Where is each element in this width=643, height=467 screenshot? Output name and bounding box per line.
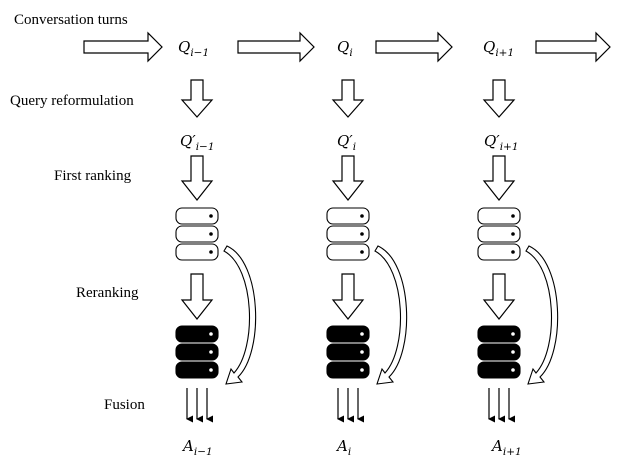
- database-filled-icon: [175, 325, 219, 379]
- down-outline-arrow-icon: [482, 155, 516, 201]
- label-fusion: Fusion: [104, 397, 145, 413]
- down-outline-arrow-icon: [482, 79, 516, 118]
- column-turn-current: Qi Q′i Ai: [326, 38, 408, 458]
- label-first-ranking: First ranking: [54, 168, 132, 184]
- database-filled-icon: [326, 325, 370, 379]
- down-outline-arrow-icon: [180, 79, 214, 118]
- triple-down-arrow-icon: [488, 388, 515, 423]
- triple-down-arrow-icon: [337, 388, 364, 423]
- label-reranking: Reranking: [76, 285, 139, 301]
- right-outline-arrow-icon: [237, 31, 315, 63]
- curved-arrow-icon: [525, 245, 559, 385]
- label-query-reformulation: Query reformulation: [10, 93, 134, 109]
- column-turn-next: Qi+1 Q′i+1 Ai+1: [477, 38, 559, 458]
- reformulated-query-label: Q′i: [337, 132, 356, 153]
- query-label: Qi+1: [483, 38, 514, 59]
- down-outline-arrow-icon: [331, 79, 365, 118]
- down-outline-arrow-icon: [180, 155, 214, 201]
- database-filled-icon: [477, 325, 521, 379]
- reformulated-query-label: Q′i−1: [180, 132, 215, 153]
- label-conversation-turns: Conversation turns: [14, 12, 128, 28]
- triple-down-arrow-icon: [186, 388, 213, 423]
- right-outline-arrow-icon: [535, 31, 611, 63]
- curved-arrow-icon: [223, 245, 257, 385]
- down-outline-arrow-icon: [180, 273, 214, 320]
- column-turn-prev: Qi−1 Q′i−1 Ai−1: [175, 38, 257, 458]
- database-outline-icon: [175, 207, 219, 261]
- query-label: Qi: [337, 38, 353, 59]
- database-outline-icon: [477, 207, 521, 261]
- curved-arrow-icon: [374, 245, 408, 385]
- database-outline-icon: [326, 207, 370, 261]
- down-outline-arrow-icon: [331, 155, 365, 201]
- query-label: Qi−1: [178, 38, 209, 59]
- down-outline-arrow-icon: [482, 273, 516, 320]
- answer-label: Ai−1: [181, 437, 213, 458]
- down-outline-arrow-icon: [331, 273, 365, 320]
- reformulated-query-label: Q′i+1: [484, 132, 519, 153]
- turn-arrows: [83, 31, 611, 63]
- answer-label: Ai: [335, 437, 351, 458]
- answer-label: Ai+1: [490, 437, 522, 458]
- right-outline-arrow-icon: [375, 31, 453, 63]
- right-outline-arrow-icon: [83, 31, 163, 63]
